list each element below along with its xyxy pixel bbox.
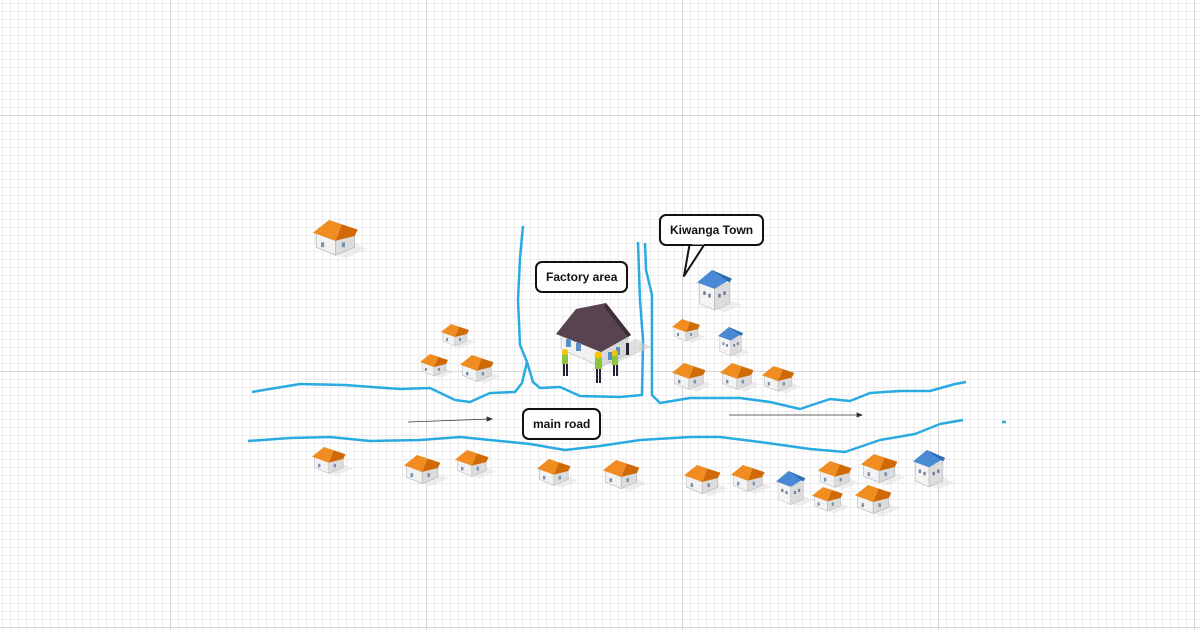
house-orange: [719, 362, 762, 393]
town-callout-tail: [683, 241, 707, 277]
factory-building: [556, 303, 651, 383]
kiwanga-town-label[interactable]: Kiwanga Town: [659, 214, 765, 246]
roads: [247, 225, 1006, 454]
road-top-edge-left: [251, 225, 529, 404]
house-orange: [730, 464, 773, 495]
house-orange: [854, 484, 900, 517]
house-orange: [671, 362, 714, 393]
house-orange: [440, 323, 476, 349]
house-orange: [311, 446, 354, 477]
house-orange: [860, 453, 906, 486]
factory-area-label[interactable]: Factory area: [535, 261, 629, 293]
house-orange: [536, 458, 579, 489]
house-orange: [817, 460, 860, 491]
house-orange: [419, 353, 455, 379]
house-blue: [912, 449, 955, 490]
direction-arrows: [407, 412, 864, 423]
workers: [562, 354, 618, 369]
house-orange: [459, 354, 502, 385]
house-orange: [403, 454, 449, 487]
road-factory-right: [525, 241, 645, 399]
house-blue: [696, 269, 743, 314]
house-blue: [775, 470, 815, 508]
road-bottom-edge: [247, 418, 964, 454]
house-orange: [811, 486, 850, 514]
road-town-left: [643, 242, 967, 411]
house-orange: [671, 318, 707, 344]
arrow-left: [407, 418, 491, 423]
house-orange: [683, 464, 729, 497]
house-orange: [602, 459, 648, 492]
house-orange: [454, 449, 497, 480]
house-orange: [761, 365, 802, 395]
houses: [311, 219, 955, 517]
main-road-label[interactable]: main road: [522, 408, 602, 440]
house-orange: [312, 219, 369, 260]
house-blue: [717, 326, 751, 359]
